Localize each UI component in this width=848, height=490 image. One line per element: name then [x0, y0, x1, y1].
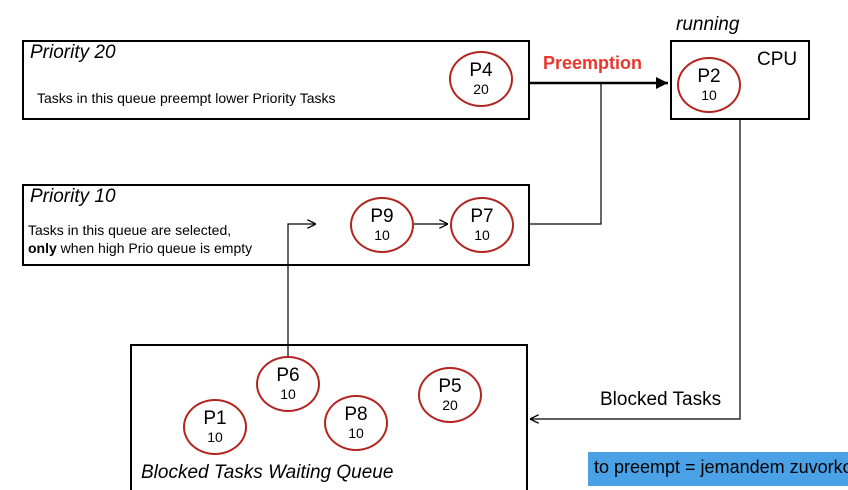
- process-p8: P8 10: [324, 395, 388, 451]
- process-p5: P5 20: [418, 367, 482, 423]
- blocked-queue-title: Blocked Tasks Waiting Queue: [141, 462, 394, 483]
- process-priority: 20: [473, 80, 489, 97]
- process-p2: P2 10: [677, 57, 741, 113]
- process-priority: 10: [348, 424, 364, 441]
- translation-note: to preempt = jemandem zuvorkommen: [588, 452, 848, 486]
- only-emphasis: only: [28, 240, 57, 256]
- blocked-tasks-arrow: [530, 120, 741, 419]
- process-name: P6: [276, 364, 300, 386]
- process-p7: P7 10: [450, 197, 514, 253]
- process-priority: 20: [442, 396, 458, 413]
- process-p4: P4 20: [449, 51, 513, 107]
- process-name: P4: [469, 59, 493, 81]
- priority-10-description-line2: only when high Prio queue is empty: [28, 240, 252, 256]
- process-p9: P9 10: [350, 197, 414, 253]
- priority-20-title: Priority 20: [30, 42, 116, 63]
- priority-10-description-rest: when high Prio queue is empty: [56, 240, 253, 256]
- priority-10-description-line1: Tasks in this queue are selected,: [28, 222, 232, 238]
- blocked-tasks-label: Blocked Tasks: [600, 389, 722, 410]
- p6-to-low-queue-arrow: [287, 224, 316, 357]
- running-label: running: [676, 14, 740, 35]
- process-name: P2: [697, 65, 721, 87]
- process-name: P5: [438, 375, 462, 397]
- process-priority: 10: [280, 385, 296, 402]
- process-priority: 10: [207, 428, 223, 445]
- process-name: P8: [344, 403, 368, 425]
- preemption-label: Preemption: [543, 53, 643, 73]
- process-name: P7: [470, 205, 494, 227]
- process-name: P1: [203, 407, 227, 429]
- priority-10-title: Priority 10: [30, 186, 116, 207]
- process-p6: P6 10: [256, 356, 320, 412]
- process-name: P9: [370, 205, 394, 227]
- process-priority: 10: [374, 226, 390, 243]
- priority-20-queue: [22, 40, 530, 120]
- cpu-label: CPU: [757, 49, 798, 70]
- process-priority: 10: [474, 226, 490, 243]
- low-queue-to-cpu-line: [530, 83, 602, 225]
- process-p1: P1 10: [183, 399, 247, 455]
- process-priority: 10: [701, 86, 717, 103]
- priority-20-description: Tasks in this queue preempt lower Priori…: [37, 90, 336, 106]
